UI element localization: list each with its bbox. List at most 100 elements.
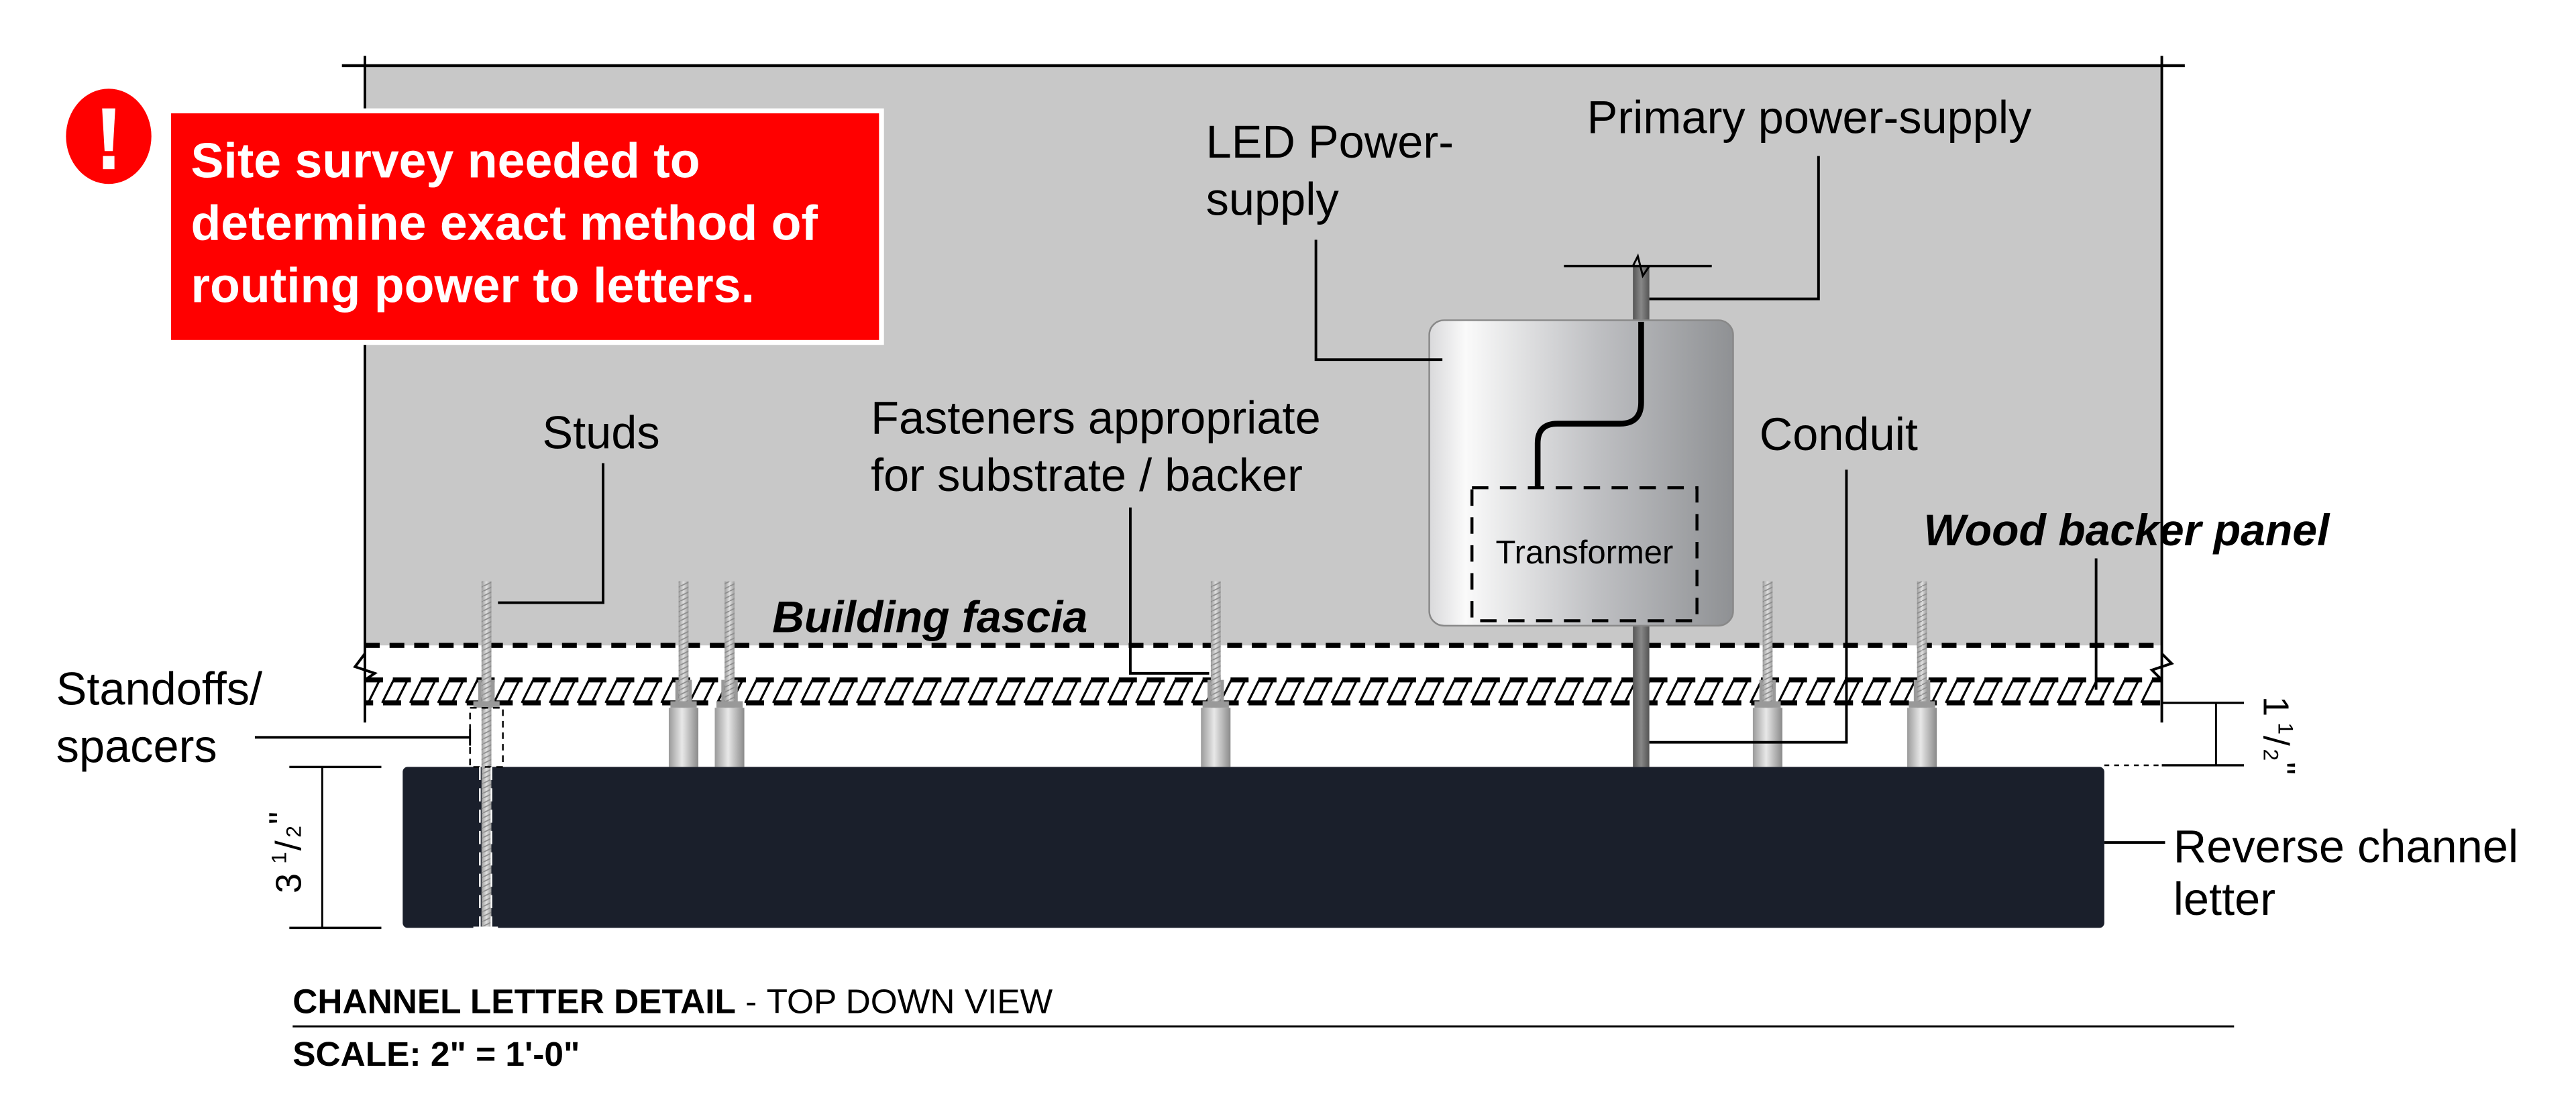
hatch-diagonal [898,679,912,704]
hatch-diagonal [604,679,619,704]
hatch-diagonal [1079,679,1093,704]
hatch-diagonal [869,679,883,704]
anchor-flange [670,701,697,708]
anchor-prong [675,679,679,706]
hatch-diagonal [1358,679,1373,704]
hatch-diagonal [786,679,800,704]
hatch-diagonal [758,679,772,704]
stud-threads [481,581,492,928]
conduit-break-mark [1631,253,1650,278]
anchor-prong [1913,679,1917,706]
stud [714,581,745,767]
title-block: CHANNEL LETTER DETAIL - TOP DOWN VIEW SC… [292,982,2235,1073]
hatch-diagonal [995,679,1009,704]
hatch-diagonal [1386,679,1400,704]
hatch-diagonal [535,679,549,704]
hatch-diagonal [1609,679,1623,704]
warning-box [171,113,879,340]
stud [1907,581,1937,767]
stud-threads [678,581,689,713]
anchor-flange [473,701,500,708]
spacer [668,708,699,767]
hatch-diagonal [1902,679,1917,704]
hatch-diagonal [562,679,576,704]
dim-gap-slash: / [2255,736,2296,746]
stud [473,581,500,928]
hatch-diagonal [1721,679,1735,704]
hatch-diagonal [1805,679,1819,704]
hatch-diagonal [842,679,856,704]
leader-studs [498,463,604,604]
led-power-supply-box: Transformer [1428,319,1734,627]
hatch-diagonal [1246,679,1260,704]
label-building-fascia: Building fascia [772,593,1087,643]
hatch-diagonal [1121,679,1135,704]
warning-callout: Site survey needed to determine exact me… [66,89,884,345]
leader-conduit [1649,470,1848,744]
hatch-diagonal [2126,679,2140,704]
leader-led-power-supply [1314,239,1443,362]
spacer [1907,708,1937,767]
drawing-title: CHANNEL LETTER DETAIL - TOP DOWN VIEW [292,982,1053,1021]
label-led-power-supply-line1: LED Power- [1206,116,1454,168]
hatch-diagonal [1847,679,1861,704]
label-reverse-channel-line2: letter [2174,873,2275,925]
anchor-prong [1759,679,1763,706]
hatch-diagonal [800,679,814,704]
hatch-diagonal [1051,679,1065,704]
anchor-flange [1909,701,1935,708]
hatch-diagonal [1875,679,1889,704]
hatch-diagonal [451,679,465,704]
hatch-diagonal [590,679,604,704]
hatch-diagonal [1568,679,1582,704]
hatch-diagonal [1554,679,1568,704]
dim-letter-depth-slash: / [268,840,309,850]
leader-lines [254,156,2165,844]
dim-letter-depth-unit: " [262,812,303,824]
wood-backer-hatch [364,677,2162,706]
hatch-diagonal [1707,679,1721,704]
hatch-diagonal [912,679,926,704]
hatch-diagonal [1470,679,1484,704]
hatch-diagonal [1665,679,1679,704]
leader-fasteners [1128,507,1210,675]
hatch-diagonal [1540,679,1554,704]
stud [1752,581,1782,767]
hatch-diagonal [1107,679,1121,704]
hatch-diagonal [492,679,506,704]
hatch-diagonal [1958,679,1972,704]
hatch-diagonal [437,679,451,704]
hatch-diagonal [381,679,395,704]
conduit-lower [1633,625,1650,767]
hatch-diagonal [1177,679,1191,704]
hatch-diagonal [1861,679,1875,704]
anchor-prong [688,679,692,706]
title-bold: CHANNEL LETTER DETAIL [292,982,736,1021]
hatch-diagonal [2098,679,2112,704]
anchor-prong [1220,679,1224,706]
anchor-prong [721,679,725,706]
hatch-diagonal [1777,679,1791,704]
hatch-diagonal [1191,679,1205,704]
hatch-diagonal [1289,679,1303,704]
hatch-diagonal [2112,679,2126,704]
hatch-diagonal [1972,679,1986,704]
break-mark-right [2149,653,2174,681]
leader-primary-power-supply [1649,156,1820,300]
dim-letter-depth-den: 2 [281,826,305,838]
hatch-diagonal [1833,679,1847,704]
dim-gap-num: 1 [2273,722,2298,734]
anchor-prong [1772,679,1776,706]
label-led-power-supply-line2: supply [1206,174,1340,225]
hatch-diagonal [1986,679,2000,704]
hatch-diagonal [1512,679,1525,704]
label-studs: Studs [542,406,659,458]
hatch-diagonal [2015,679,2029,704]
hatch-diagonal [1316,679,1330,704]
hatch-diagonal [395,679,409,704]
warning-line-3: routing power to letters. [191,258,754,313]
label-fasteners-line1: Fasteners appropriate [871,392,1321,443]
transformer-label: Transformer [1496,535,1674,571]
drawing-scale: SCALE: 2" = 1'-0" [292,1034,580,1073]
